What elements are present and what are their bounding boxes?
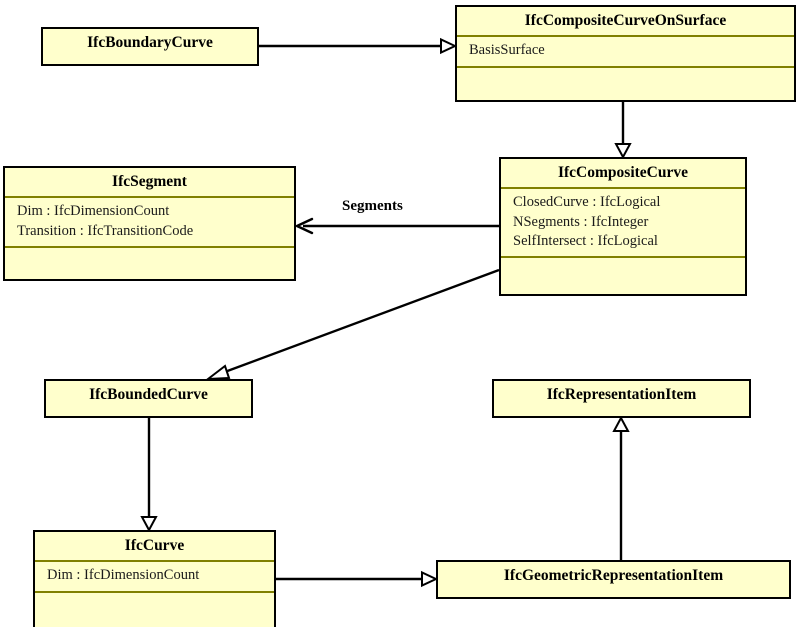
class-box-ifc-bounded-curve[interactable]: IfcBoundedCurve <box>44 379 253 418</box>
class-name-ifc-geometric-representation-item: IfcGeometricRepresentationItem <box>503 567 724 584</box>
class-operations-ifc-curve <box>35 593 274 609</box>
compartment-separator <box>35 560 274 563</box>
class-name-ifc-composite-curve-on-surface: IfcCompositeCurveOnSurface <box>524 12 727 29</box>
compartment-separator <box>501 256 745 259</box>
class-box-ifc-curve[interactable]: IfcCurve Dim : IfcDimensionCount <box>33 530 276 627</box>
class-name-ifc-curve: IfcCurve <box>124 537 185 554</box>
class-operations-ifc-composite-curve <box>501 258 745 274</box>
class-box-ifc-segment[interactable]: IfcSegment Dim : IfcDimensionCount Trans… <box>3 166 296 281</box>
compartment-separator <box>501 187 745 190</box>
class-operations-ifc-segment <box>5 248 294 264</box>
edge-composite-on-surface-to-composite <box>614 102 632 160</box>
class-attributes-ifc-curve: Dim : IfcDimensionCount <box>35 562 274 590</box>
class-name-ifc-segment: IfcSegment <box>112 173 187 190</box>
class-attributes-ifc-segment: Dim : IfcDimensionCount Transition : Ifc… <box>5 198 294 246</box>
compartment-separator <box>457 65 794 68</box>
class-name-ifc-bounded-curve: IfcBoundedCurve <box>89 386 208 403</box>
edge-composite-to-bounded <box>204 268 500 381</box>
attribute-basis-surface: BasisSurface <box>469 42 545 59</box>
class-attributes-ifc-composite-curve: ClosedCurve : IfcLogical NSegments : Ifc… <box>501 189 745 256</box>
edge-geometric-representation-item-to-representation-item <box>612 415 630 560</box>
attribute-self-intersect: SelfIntersect : IfcLogical <box>513 232 658 249</box>
class-attributes-ifc-composite-curve-on-surface: BasisSurface <box>457 37 794 65</box>
class-name-ifc-boundary-curve: IfcBoundaryCurve <box>87 34 213 51</box>
class-box-ifc-representation-item[interactable]: IfcRepresentationItem <box>492 379 751 418</box>
compartment-separator <box>5 245 294 248</box>
class-box-ifc-geometric-representation-item[interactable]: IfcGeometricRepresentationItem <box>436 560 791 599</box>
edge-curve-to-geometric-representation-item <box>276 570 439 588</box>
class-box-ifc-composite-curve[interactable]: IfcCompositeCurve ClosedCurve : IfcLogic… <box>499 157 747 296</box>
class-box-ifc-boundary-curve[interactable]: IfcBoundaryCurve <box>41 27 259 66</box>
edge-boundary-to-composite-on-surface <box>259 37 458 55</box>
class-box-ifc-composite-curve-on-surface[interactable]: IfcCompositeCurveOnSurface BasisSurface <box>455 5 796 102</box>
edge-bounded-to-curve <box>140 418 158 533</box>
compartment-separator <box>5 196 294 199</box>
attribute-dim: Dim : IfcDimensionCount <box>47 567 200 584</box>
class-operations-ifc-composite-curve-on-surface <box>457 68 794 84</box>
attribute-nsegments: NSegments : IfcInteger <box>513 213 649 230</box>
edge-label-segments: Segments <box>342 198 403 214</box>
attribute-closed-curve: ClosedCurve : IfcLogical <box>513 194 661 211</box>
class-name-ifc-composite-curve: IfcCompositeCurve <box>557 164 688 181</box>
compartment-separator <box>457 35 794 38</box>
attribute-transition: Transition : IfcTransitionCode <box>17 222 194 239</box>
compartment-separator <box>35 590 274 593</box>
edge-composite-to-segment <box>295 217 499 235</box>
class-name-ifc-representation-item: IfcRepresentationItem <box>546 386 697 403</box>
attribute-dim: Dim : IfcDimensionCount <box>17 203 170 220</box>
